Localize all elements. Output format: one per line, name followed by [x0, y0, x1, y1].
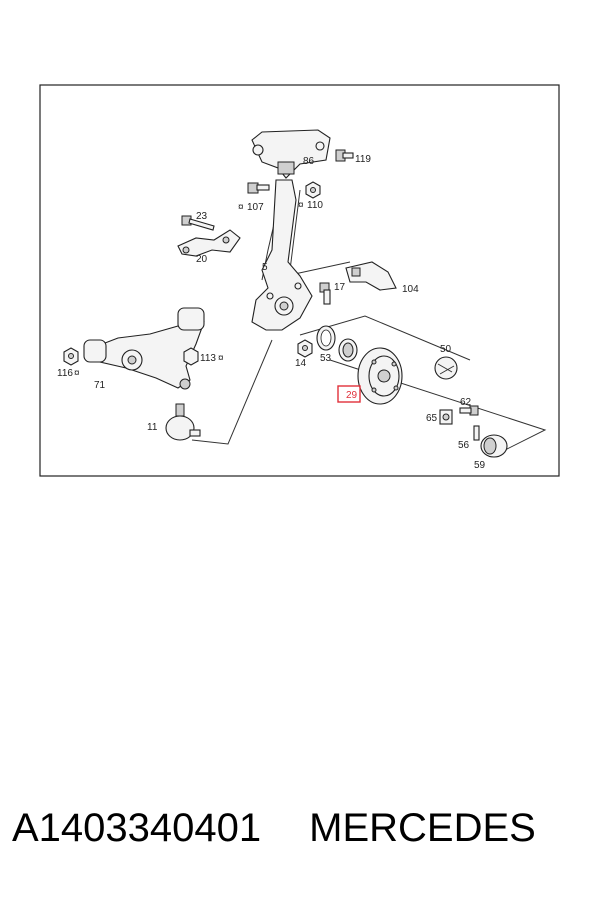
callout-23: 23: [196, 211, 208, 222]
bolt-119-part: [335, 149, 354, 162]
bolt-62-part: [459, 405, 479, 416]
steering-knuckle-part: [251, 179, 313, 331]
callout-86: 86: [303, 156, 315, 167]
callout-110: 110: [307, 200, 323, 211]
callout-116-symbol: ¤: [74, 368, 80, 379]
bolt-56-part: [473, 425, 480, 441]
callout-29: 29: [346, 390, 358, 401]
callout-17: 17: [334, 282, 346, 293]
bracket-20-part: [177, 229, 241, 257]
callout-110-symbol: ¤: [298, 200, 304, 211]
callout-119: 119: [355, 154, 371, 165]
callout-107: 107: [247, 202, 264, 213]
highlight-box: [337, 385, 361, 403]
bearing-part: [338, 338, 358, 362]
callout-113-symbol: ¤: [218, 353, 224, 364]
callout-107-symbol: ¤: [238, 202, 244, 213]
product-caption: A1403340401 MERCEDES: [12, 806, 592, 851]
callout-53: 53: [320, 353, 332, 364]
callout-59: 59: [474, 460, 486, 471]
hub-cap-59-part: [480, 434, 508, 458]
upper-mount-part: [251, 129, 331, 179]
nut-113-part: [183, 347, 199, 366]
lower-control-arm-part: [83, 307, 205, 390]
part-number: A1403340401: [12, 806, 262, 850]
callout-62: 62: [460, 397, 472, 408]
shield-104-part: [345, 261, 397, 291]
callout-50: 50: [440, 344, 452, 355]
callout-14: 14: [295, 358, 307, 369]
brand-name: MERCEDES: [309, 806, 536, 850]
parts-diagram: 86 119 ¤ 107 ¤ 110 23 20 5 17 104 116 ¤ …: [39, 84, 560, 477]
callout-56: 56: [458, 440, 470, 451]
callout-65: 65: [426, 413, 438, 424]
nut-116-part: [63, 347, 79, 366]
block-65-part: [439, 409, 453, 425]
callout-116: 116: [57, 368, 73, 379]
nut-14-part: [297, 339, 313, 358]
bolt-17-part: [319, 282, 331, 305]
bolt-23-part: [181, 215, 215, 231]
callout-113: 113: [200, 353, 216, 364]
nut-110-part: [305, 181, 321, 199]
seal-53-part: [316, 325, 336, 351]
callout-20: 20: [196, 254, 208, 265]
bolt-107-part: [247, 182, 270, 194]
callout-5: 5: [262, 262, 268, 273]
callout-104: 104: [402, 284, 419, 295]
callout-71: 71: [94, 380, 106, 391]
wheel-hub-part: [357, 347, 403, 405]
callout-11: 11: [147, 422, 158, 433]
ball-joint-part: [165, 403, 201, 441]
cap-50-part: [434, 356, 458, 380]
